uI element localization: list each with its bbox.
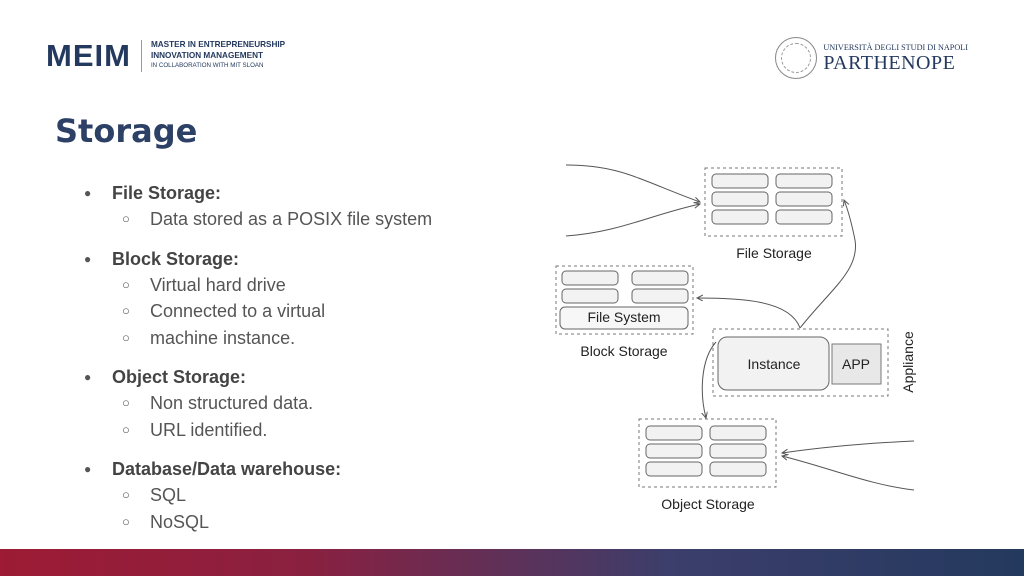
object-storage-label: Object Storage (661, 496, 755, 512)
logo-divider (140, 40, 142, 72)
bullet-heading: Block Storage: (84, 246, 524, 272)
appliance-label: Appliance (900, 331, 916, 393)
sub-bullet: Connected to a virtual (84, 298, 524, 325)
instance-label: Instance (748, 356, 801, 372)
sub-bullet: NoSQL (84, 509, 524, 536)
bullet-list: File Storage: Data stored as a POSIX fil… (84, 180, 524, 548)
university-logo-block: UNIVERSITÀ DEGLI STUDI DI NAPOLI PARTHEN… (775, 37, 968, 79)
file-system-label: File System (587, 309, 660, 325)
university-seal-icon (775, 37, 818, 79)
bullet-heading: Object Storage: (84, 364, 524, 390)
meim-line-1: MASTER IN ENTREPRENEURSHIP (150, 40, 286, 50)
slide-title: Storage (55, 112, 198, 150)
meim-logo-block: MEIM MASTER IN ENTREPRENEURSHIP INNOVATI… (46, 38, 285, 74)
sub-bullet: Virtual hard drive (84, 272, 524, 299)
meim-logo: MEIM (46, 38, 131, 73)
sub-bullet: SQL (84, 482, 524, 509)
bullet-group-object-storage: Object Storage: Non structured data. URL… (84, 364, 524, 443)
sub-bullet: Non structured data. (84, 390, 524, 417)
bullet-group-file-storage: File Storage: Data stored as a POSIX fil… (84, 180, 524, 233)
sub-bullet: machine instance. (84, 325, 524, 352)
appliance-box (712, 328, 889, 397)
app-label: APP (842, 356, 870, 372)
bullet-group-block-storage: Block Storage: Virtual hard drive Connec… (84, 246, 524, 352)
bullet-group-database: Database/Data warehouse: SQL NoSQL (84, 456, 524, 535)
block-storage-label: Block Storage (580, 343, 667, 359)
university-name-small: UNIVERSITÀ DEGLI STUDI DI NAPOLI (823, 42, 968, 52)
bullet-heading: Database/Data warehouse: (84, 456, 524, 482)
diagram-connectors (565, 164, 915, 491)
university-name-big: PARTHENOPE (823, 51, 956, 74)
bullet-heading: File Storage: (84, 180, 524, 206)
footer-bar (0, 549, 1024, 576)
meim-program-text: MASTER IN ENTREPRENEURSHIP INNOVATION MA… (151, 40, 285, 72)
block-storage-box (555, 265, 694, 335)
sub-bullet: Data stored as a POSIX file system (84, 206, 524, 233)
file-storage-label: File Storage (736, 245, 812, 261)
file-storage-box (704, 167, 843, 237)
object-storage-box (638, 418, 777, 488)
meim-line-2: INNOVATION MANAGEMENT (150, 50, 263, 60)
sub-bullet: URL identified. (84, 417, 524, 444)
meim-line-3: IN COLLABORATION WITH MIT SLOAN (150, 62, 264, 70)
